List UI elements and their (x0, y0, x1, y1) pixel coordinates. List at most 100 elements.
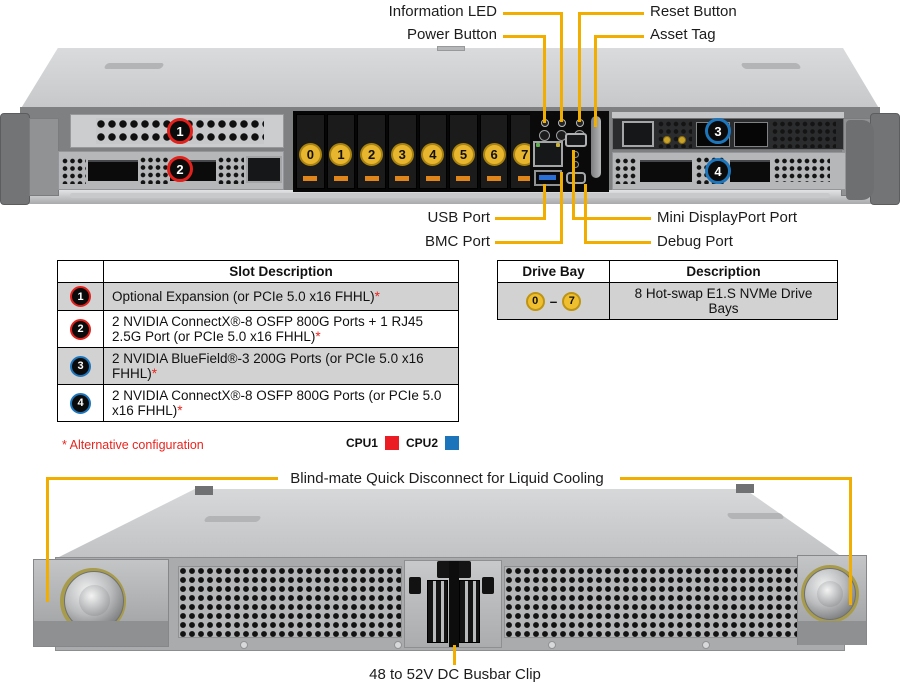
drive-bay-tray-3: 3 (387, 114, 417, 189)
rack-ear-right (870, 113, 900, 205)
bay-range-dash: – (549, 293, 558, 309)
drive-bay-latch (333, 176, 348, 181)
rear-top-cover (55, 489, 845, 559)
slot2-text: 2 NVIDIA ConnectX®-8 OSFP 800G Ports + 1… (112, 314, 423, 344)
drive-bay-tray-5: 5 (449, 114, 478, 189)
slot-table-row-2: 2 2 NVIDIA ConnectX®-8 OSFP 800G Ports +… (57, 310, 459, 348)
qd-lower-panel-right (798, 621, 866, 645)
front-bottom-handle (70, 193, 830, 198)
drive-bay-number-5: 5 (451, 143, 475, 166)
table-badge-3: 3 (70, 355, 91, 377)
drive-bay-latch (517, 176, 532, 181)
rear-screw-3 (548, 641, 556, 649)
slot1-description: Optional Expansion (or PCIe 5.0 x16 FHHL… (103, 282, 459, 311)
slot-table-row-4: 4 2 NVIDIA ConnectX®-8 OSFP 800G Ports (… (57, 384, 459, 422)
drive-bay-tray-6: 6 (479, 114, 509, 189)
cpu1-swatch (384, 436, 399, 450)
drive-bay-table: Drive Bay Description 0 – 7 8 Hot-swap E… (497, 260, 838, 320)
drive-bay-number-2: 2 (360, 143, 384, 166)
callout-line-bmc (495, 241, 563, 244)
rear-vent-panel-left (178, 566, 402, 638)
slot3-vent-cluster (658, 121, 692, 148)
slot4-marker: * (177, 403, 183, 418)
callout-line-minidp (572, 217, 651, 220)
drive-bay-tray-2: 2 (357, 114, 386, 189)
slot-badge-3: 3 (705, 118, 731, 144)
usb-port-tongue (539, 175, 556, 180)
busbar-clip-right (459, 580, 480, 643)
slot-badge-3-number: 3 (714, 123, 722, 139)
slot3-frame (612, 112, 844, 119)
drive-table-row: 0 – 7 8 Hot-swap E1.S NVMe Drive Bays (497, 282, 838, 320)
mini-displayport (565, 133, 587, 147)
slot-table-header-row: Slot Description (57, 260, 459, 283)
callout-line-asset-tag-v (594, 35, 597, 127)
slot-table-header-empty (57, 260, 104, 283)
rj45-port-left (246, 156, 282, 183)
drive-bay-range: 0 – 7 (525, 291, 582, 311)
slot-badge-1: 1 (167, 118, 193, 144)
slot4-description: 2 NVIDIA ConnectX®-8 OSFP 800G Ports (or… (103, 384, 459, 422)
callout-line-cooling-left (46, 477, 278, 480)
slot2-description: 2 NVIDIA ConnectX®-8 OSFP 800G Ports + 1… (103, 310, 459, 348)
rack-bracket-left (29, 118, 59, 196)
slot2-marker: * (315, 329, 321, 344)
rear-lid-clip-left (195, 486, 213, 495)
bmc-led-green (536, 143, 540, 147)
slot4-badge-cell: 4 (57, 384, 104, 422)
drive-bay-area: 0 1 2 3 4 5 6 7 (293, 111, 542, 192)
slot3-badge-cell: 3 (57, 347, 104, 385)
drive-bay-tray-4: 4 (418, 114, 448, 189)
callout-line-power-button-v (543, 35, 546, 123)
slot1-marker: * (374, 289, 380, 304)
slot-badge-4: 4 (705, 158, 731, 184)
slot-badge-2: 2 (167, 156, 193, 182)
front-lid-recess-left (103, 63, 165, 69)
qd-nipple-left (79, 585, 110, 616)
callout-line-busbar-v (453, 645, 456, 665)
osfp-port-left-1 (88, 160, 138, 181)
slot-badge-2-number: 2 (176, 161, 184, 177)
callout-line-cooling-right (620, 477, 852, 480)
drive-bay-tray-0: 0 (296, 114, 325, 189)
callout-line-cooling-right-v (849, 477, 852, 605)
slot3-description: 2 NVIDIA BlueField®-3 200G Ports (or PCI… (103, 347, 459, 385)
front-top-cover (20, 48, 880, 110)
callout-line-debug-v (584, 184, 587, 244)
callout-label-debug-port: Debug Port (657, 233, 733, 250)
drive-bay-number-3: 3 (390, 143, 414, 166)
port-cage-2 (734, 122, 768, 147)
power-button (539, 130, 550, 141)
busbar-clip-left (427, 580, 448, 643)
drive-bay-latch (487, 176, 502, 181)
callout-line-minidp-v (572, 150, 575, 220)
slot4-text: 2 NVIDIA ConnectX®-8 OSFP 800G Ports (or… (112, 388, 442, 418)
slot2-vent-cluster-c (218, 157, 244, 184)
callout-line-asset-tag (594, 35, 644, 38)
slot-table-header: Slot Description (103, 260, 459, 283)
drive-bay-tray-1: 1 (326, 114, 356, 189)
label-liquid-cooling: Blind-mate Quick Disconnect for Liquid C… (290, 470, 604, 487)
rear-lid-recess-right (726, 513, 785, 519)
rear-screw-4 (702, 641, 710, 649)
slot3-marker: * (151, 366, 158, 381)
callout-label-usb-port: USB Port (427, 209, 490, 226)
asset-tag (591, 116, 601, 178)
callout-label-asset-tag: Asset Tag (650, 26, 716, 43)
callout-line-debug (584, 241, 651, 244)
front-lid-recess-right (740, 63, 802, 69)
rack-handle-right (846, 120, 874, 200)
busbar-hook-left (409, 577, 421, 594)
drive-bay-number-6: 6 (482, 143, 506, 166)
bay-chip-0: 0 (525, 291, 545, 311)
slot1-text: Optional Expansion (or PCIe 5.0 x16 FHHL… (112, 289, 375, 304)
rack-ear-left (0, 113, 30, 205)
rear-screw-2 (394, 641, 402, 649)
cpu2-swatch (445, 436, 459, 450)
osfp-port-right-1 (640, 160, 692, 182)
qd-lower-panel-left (34, 621, 168, 646)
drive-bay-latch (456, 176, 471, 181)
table-badge-4: 4 (70, 392, 91, 414)
drive-bay-latch (425, 176, 440, 181)
table-badge-1: 1 (70, 286, 91, 307)
